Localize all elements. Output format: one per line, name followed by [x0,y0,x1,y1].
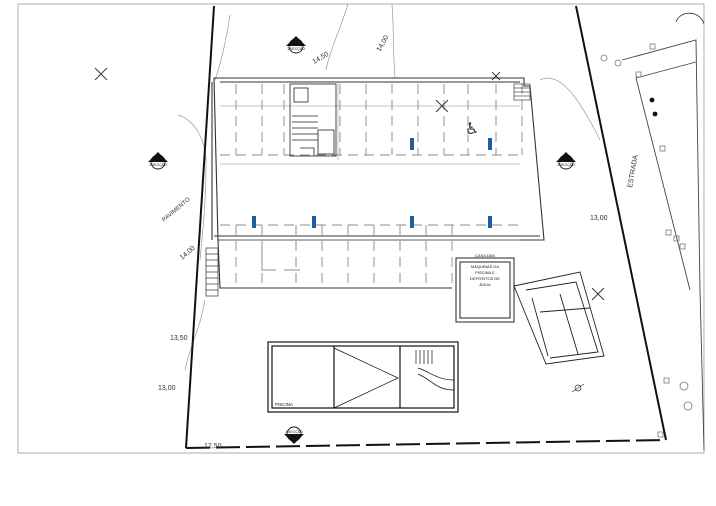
left-stair [205,247,219,297]
descent-ramp [513,271,605,365]
machine-room [455,257,515,323]
site-boundary [185,5,667,449]
contour-label-1300-left: 13,00 [158,385,176,392]
section-marker-left: 2 SECÇÃO [148,152,168,170]
section-marker-right: 2 SECÇÃO [556,152,576,170]
marker-dot [652,111,658,117]
contour-label-1250: 12,50 [204,443,222,450]
drawing-frame [17,3,705,454]
machine-room-line-1: CASA DAS [475,253,495,258]
pool [267,341,459,413]
structural-columns [252,138,492,228]
marker-dot [649,97,655,103]
parking-bays [220,84,523,286]
contour-label-1400-top: 14,00 [376,34,391,53]
road-bollards [600,43,693,438]
road-edges [621,12,705,451]
section-marker-top: 1 SECÇÃO [286,36,306,54]
machine-room-line-4: DEPÓSITOS DE [470,276,500,281]
section-marker-right-label: 2 SECÇÃO [557,162,575,167]
contour-label-1400-left: 14,00 [179,245,197,262]
section-marker-top-label: 1 SECÇÃO [287,46,305,51]
survey-point [571,383,585,393]
survey-cross-markers [94,67,605,301]
road-label: ESTRADA [627,154,640,188]
machine-room-line-3: PISCINA E [475,270,495,275]
contour-label-1350: 13,50 [170,335,188,342]
stair-core [289,83,337,157]
machine-room-line-5: ÁGUA [479,282,491,287]
pool-label: PISCINA [275,402,293,407]
contour-label-1300-right: 13,00 [590,215,608,222]
section-marker-left-label: 2 SECÇÃO [149,162,167,167]
section-marker-bottom-label: 1 SECÇÃO [285,429,303,434]
faded-marks [261,250,300,271]
contour-labels: 14,50 14,00 14,00 13,50 13,00 13,00 12,5… [158,34,608,450]
accessible-parking-icon: ♿ [465,121,479,138]
section-marker-bottom: 1 SECÇÃO [284,426,304,444]
ramp-corner [513,83,531,101]
structural-lines [220,82,520,241]
pool-stair [415,350,433,364]
machine-room-line-2: MÁQUINAS DA [471,264,499,269]
terrain-contours [177,3,601,371]
pavement-label: PAVIMENTO [161,197,191,224]
